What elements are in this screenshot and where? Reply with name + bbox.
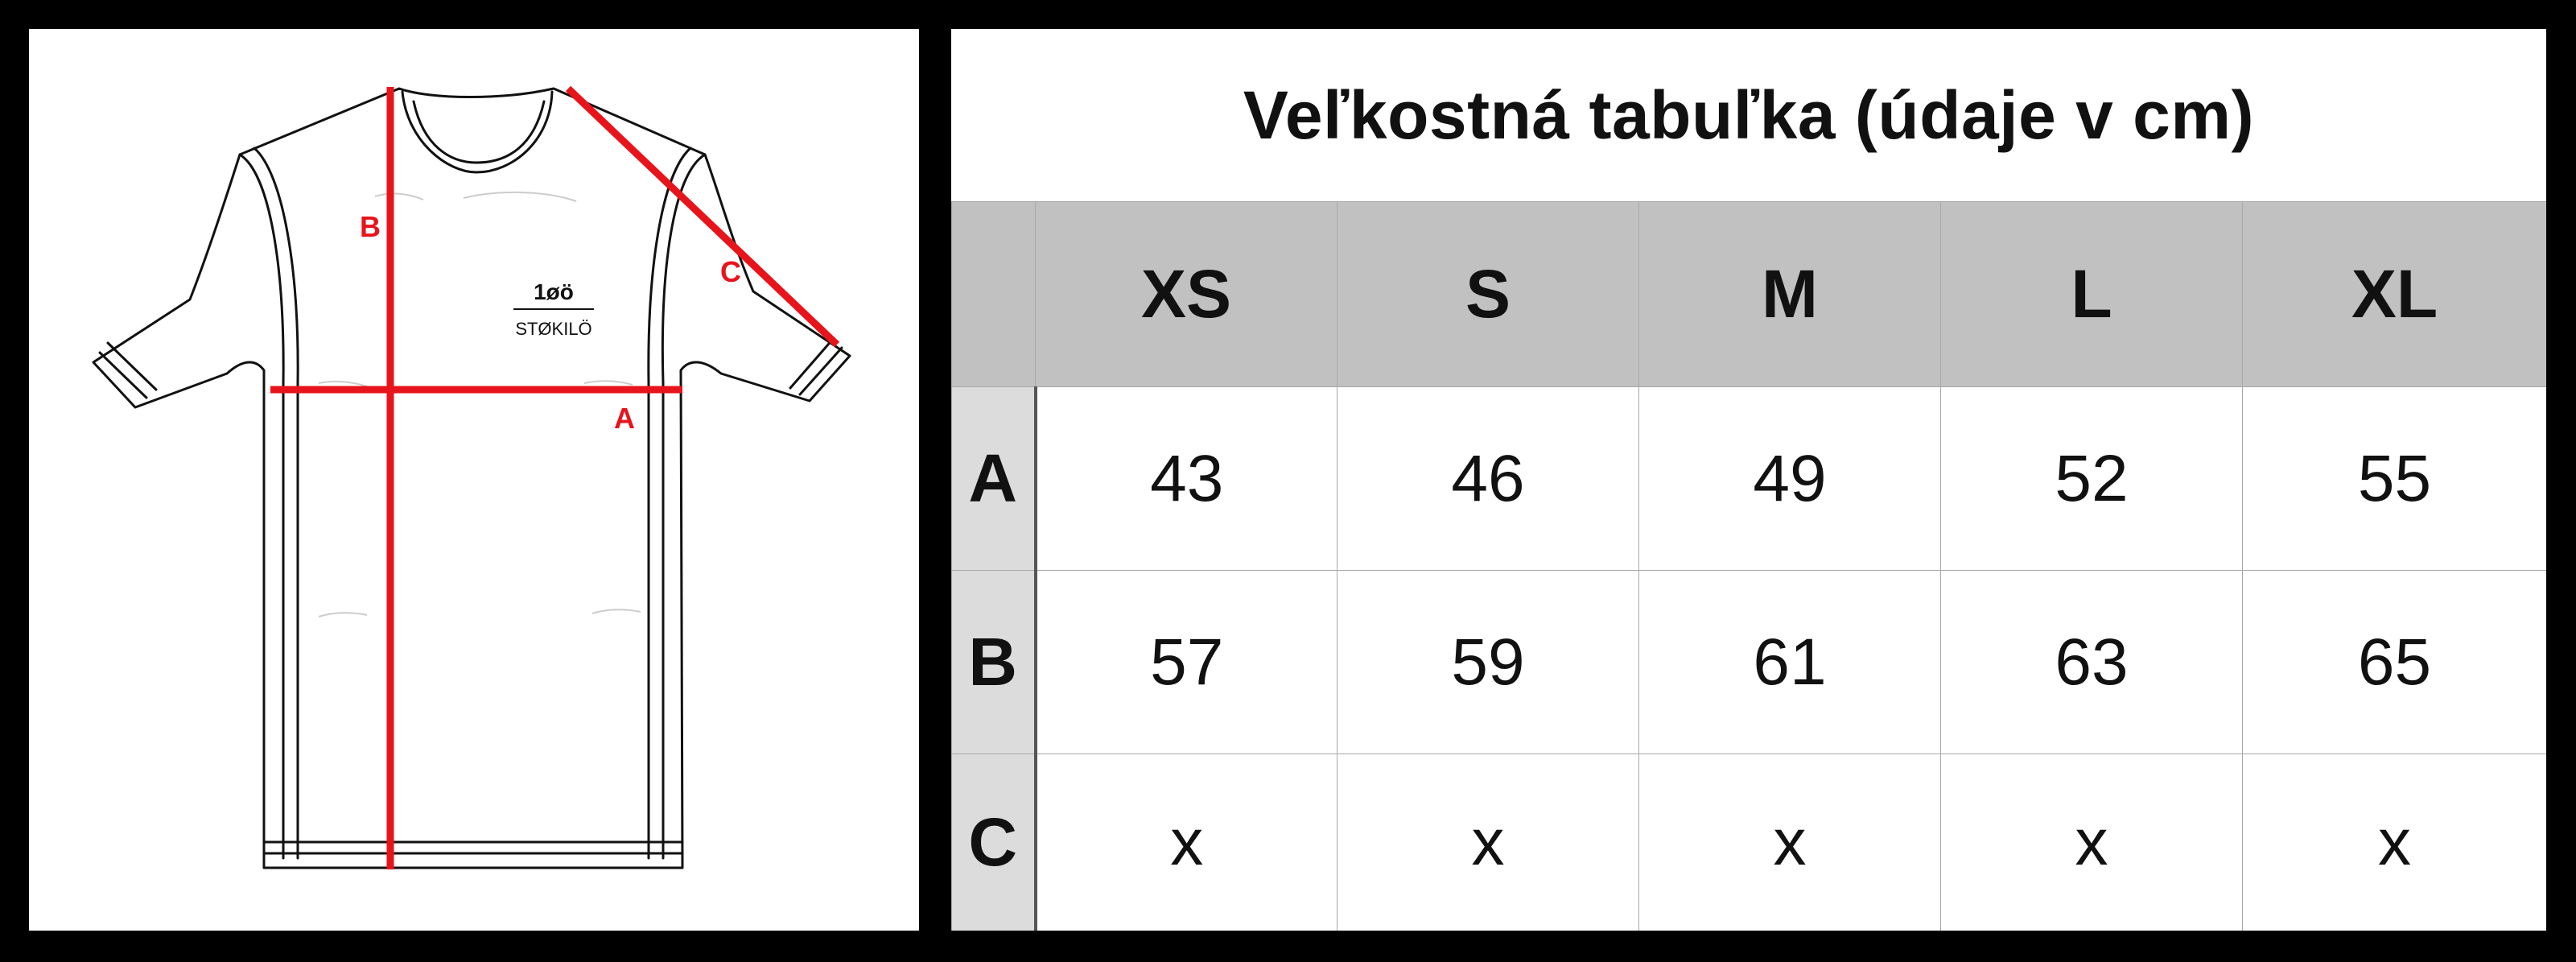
size-table: XS S M L XL A 43 46 49 52 55 B [951,201,2546,931]
size-header-m: M [1638,201,1941,387]
table-row: A 43 46 49 52 55 [951,386,2546,571]
row-label-a: A [951,386,1037,571]
table-cell: 63 [1940,570,2243,754]
row-label-b: B [951,570,1037,754]
table-row: B 57 59 61 63 65 [951,570,2546,754]
table-row: C x x x x x [951,753,2546,931]
table-cell: 57 [1035,570,1337,754]
table-cell: 43 [1035,386,1337,571]
table-cell: 46 [1337,386,1639,571]
table-cell: 49 [1638,386,1941,571]
table-cell: x [1638,753,1941,931]
size-header-xs: XS [1035,201,1337,387]
table-cell: 55 [2242,386,2546,571]
table-cell: 65 [2242,570,2546,754]
measure-label-b: B [360,210,381,243]
brand-mark: 1øö [534,279,574,304]
size-header-xl: XL [2242,201,2546,387]
table-cell: x [1035,753,1337,931]
brand-name: STØKILÖ [515,319,591,339]
table-cell: x [1940,753,2243,931]
measure-label-c: C [720,255,741,288]
size-header-s: S [1337,201,1639,387]
measure-label-a: A [614,402,635,435]
tshirt-outline-icon: 1øö STØKILÖ B A C [92,85,851,869]
table-cell: 52 [1940,386,2243,571]
row-label-c: C [951,753,1037,931]
size-header-row: XS S M L XL [951,201,2546,387]
size-chart-panel: Veľkostná tabuľka (údaje v cm) XS S M L … [951,29,2546,931]
table-cell: 61 [1638,570,1941,754]
size-header-l: L [1940,201,2243,387]
table-cell: x [2242,753,2546,931]
tshirt-illustration-panel: 1øö STØKILÖ B A C [29,29,919,931]
size-chart-title: Veľkostná tabuľka (údaje v cm) [1243,76,2255,153]
table-corner-cell [951,201,1036,387]
table-cell: x [1337,753,1639,931]
measure-line-c [565,85,840,348]
table-cell: 59 [1337,570,1639,754]
